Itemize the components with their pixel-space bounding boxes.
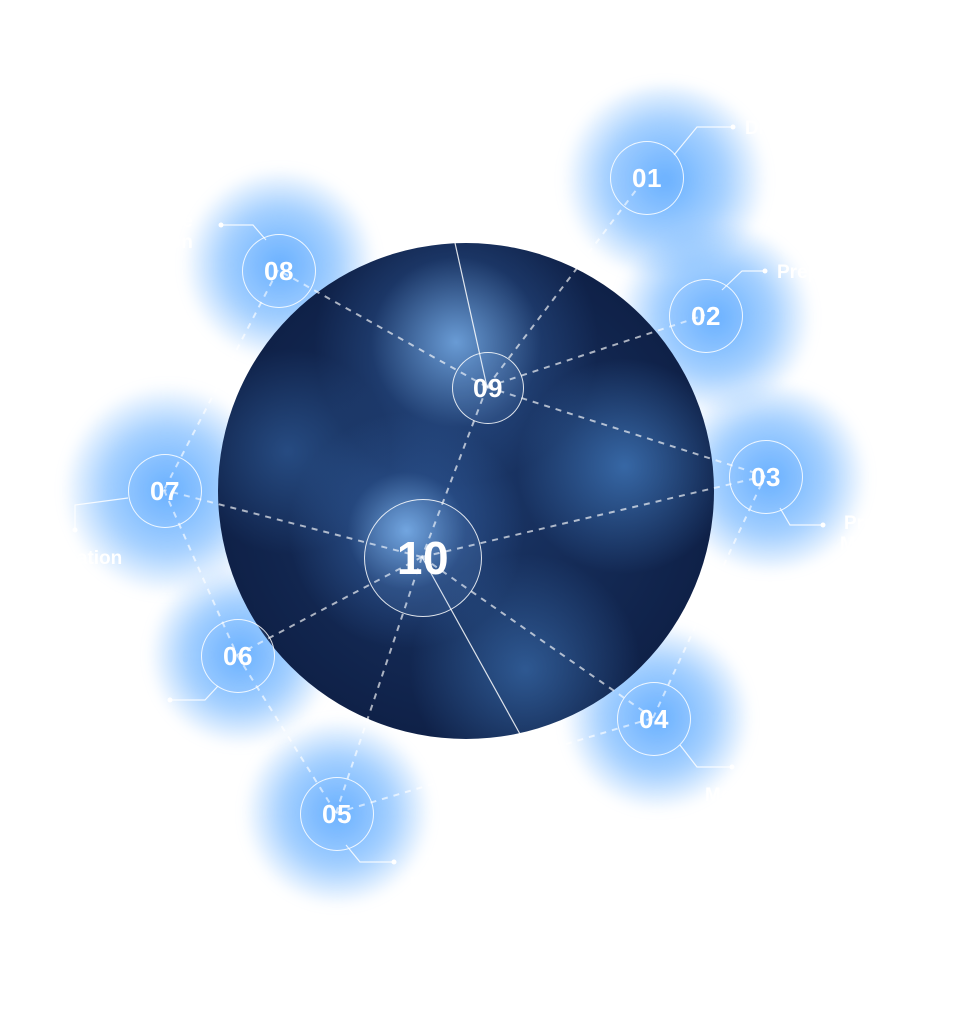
label-07: diation — [60, 548, 123, 569]
node-04: 04 — [617, 682, 691, 756]
central-sphere — [218, 243, 714, 739]
node-10: 10 — [364, 499, 482, 617]
node-09: 09 — [452, 352, 524, 424]
label-06: very — [105, 689, 145, 710]
label-03: Pro M — [840, 513, 876, 555]
node-02: 02 — [669, 279, 743, 353]
node-05: 05 — [300, 777, 374, 851]
node-06: 06 — [201, 619, 275, 693]
label-05: Th Ra — [410, 853, 450, 895]
label-04: A Mo — [705, 764, 769, 806]
label-01: Di — [745, 118, 764, 139]
label-02: Prep — [777, 262, 820, 283]
node-01: 01 — [610, 141, 684, 215]
node-03: 03 — [729, 440, 803, 514]
node-07: 07 — [128, 454, 202, 528]
node-08: 08 — [242, 234, 316, 308]
label-08: use tion — [158, 211, 193, 253]
